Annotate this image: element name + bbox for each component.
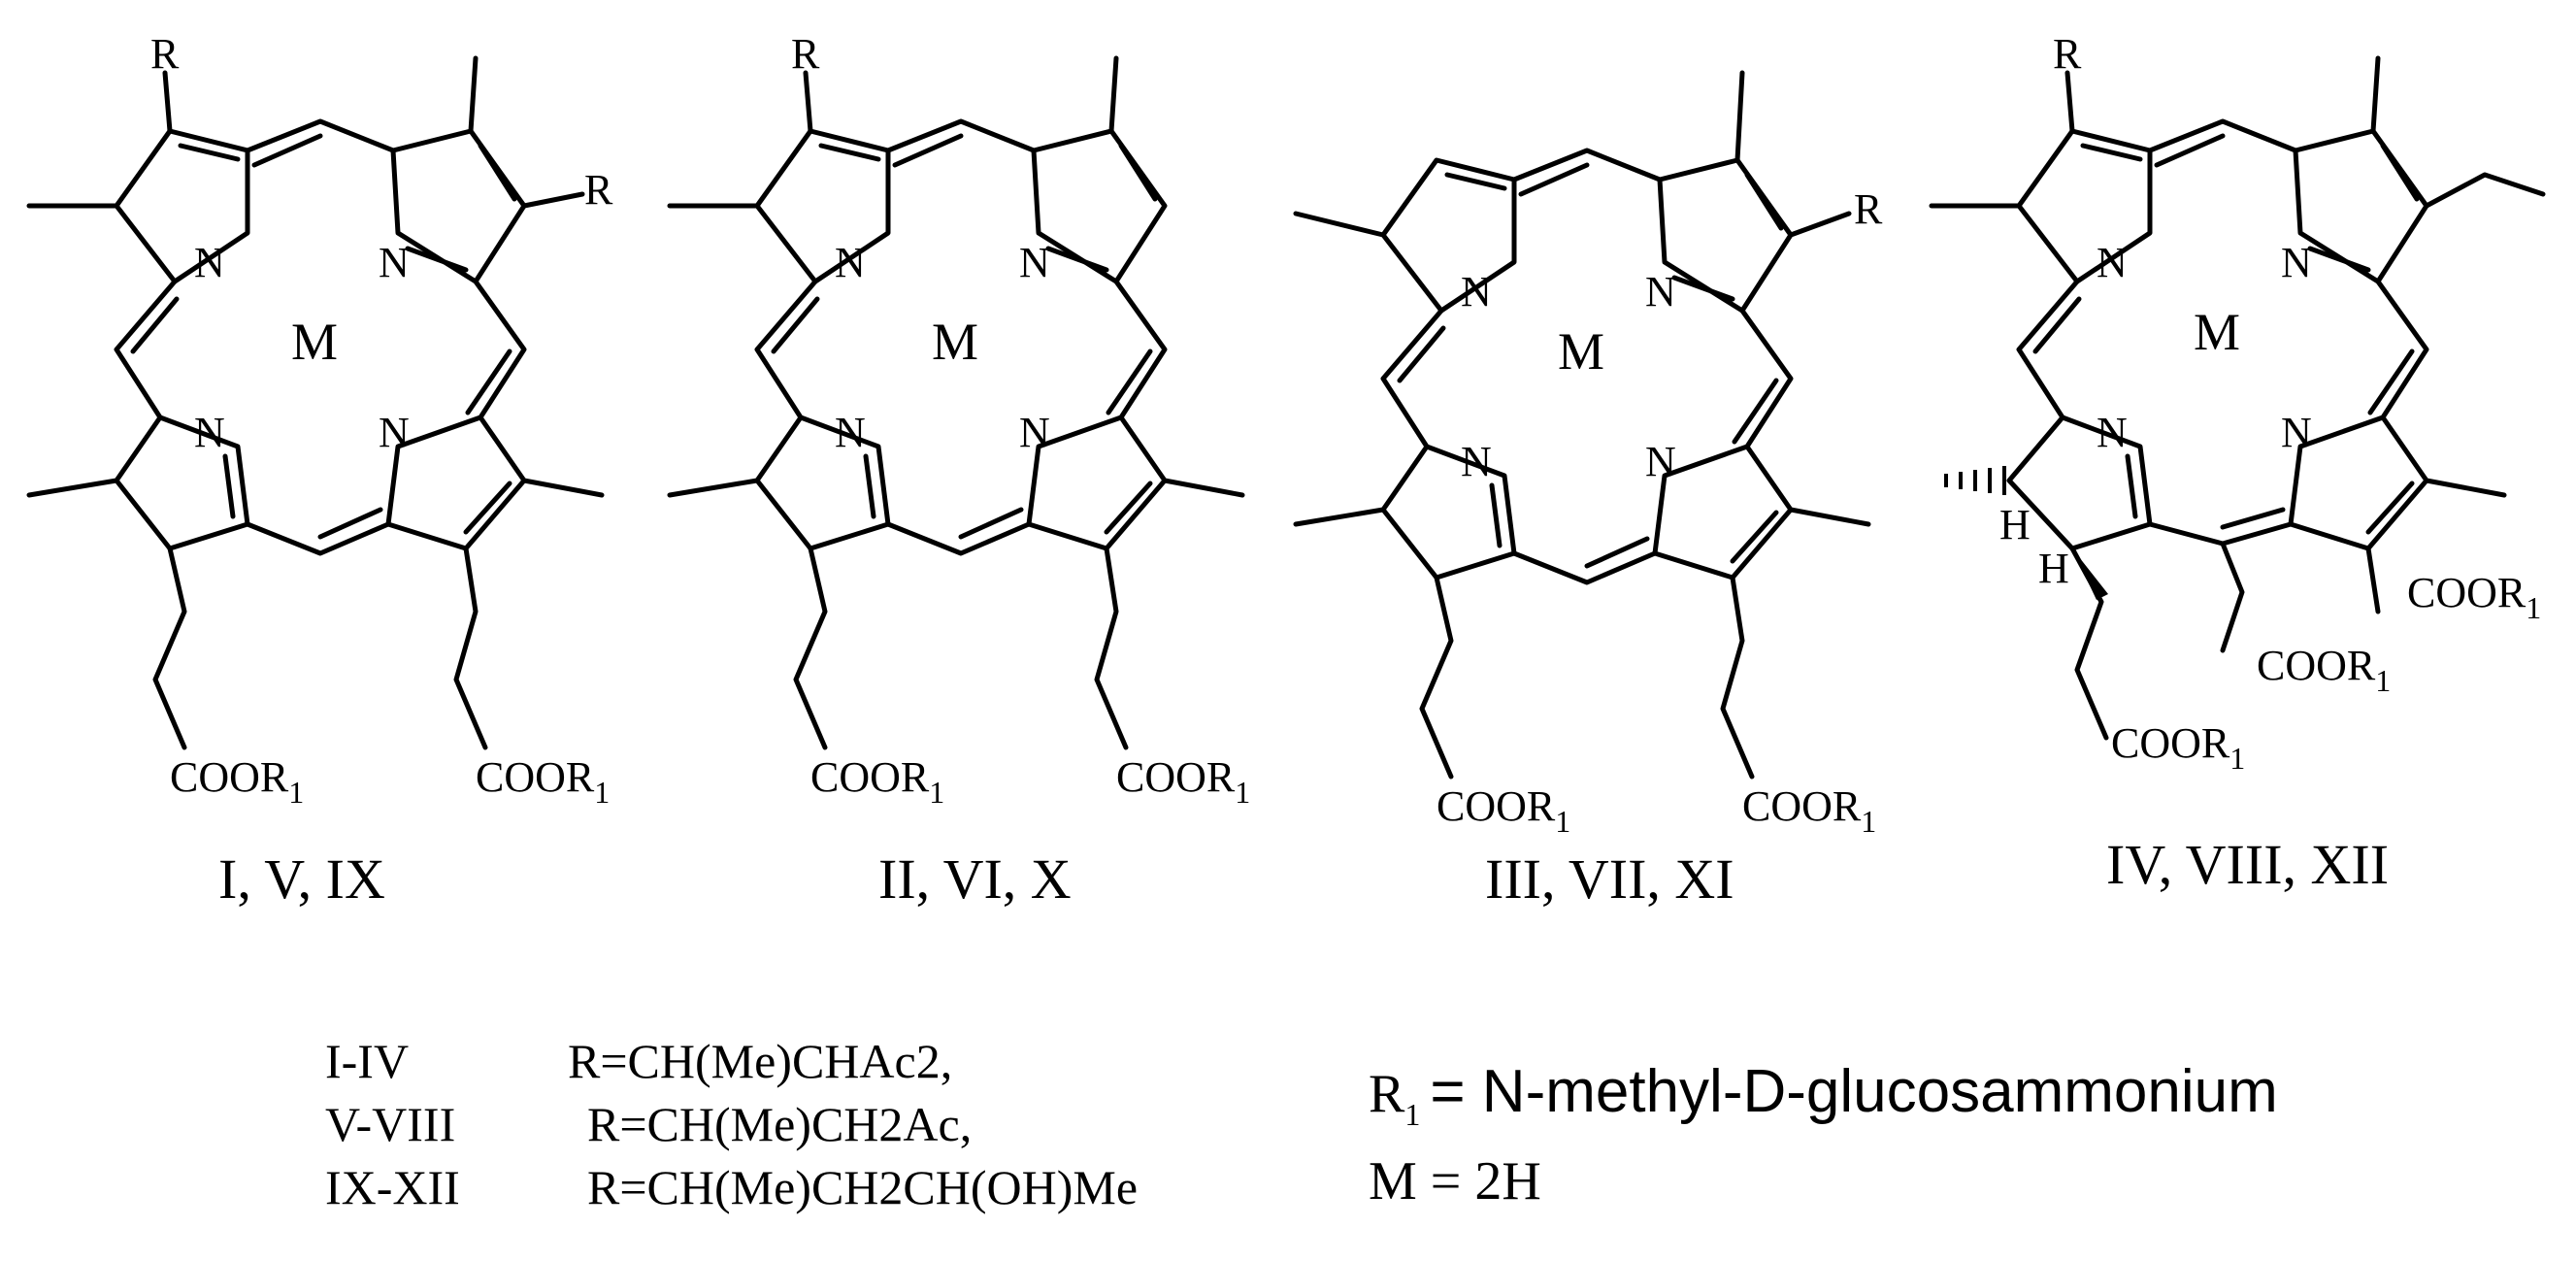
- structure-3-bonds: [1293, 70, 1871, 780]
- structure-2-nitrogen-tr: N: [1019, 239, 1050, 286]
- structure-2-bonds: [667, 55, 1245, 750]
- structure-4-nitrogen-bl: N: [2097, 409, 2128, 456]
- structure-1-bonds: [26, 55, 605, 750]
- structure-4-bold-wedge: [2072, 548, 2108, 600]
- structure-3: N N N N M R COOR1 COOR1 III, VII, XI: [1293, 70, 1883, 911]
- structure-4-nitrogen-tl: N: [2097, 239, 2128, 286]
- legend-compounds-2: V-VIII: [325, 1097, 455, 1151]
- structure-3-nitrogen-br: N: [1645, 438, 1676, 485]
- structure-3-metal-label: M: [1558, 322, 1604, 381]
- structure-1-metal-label: M: [291, 313, 338, 371]
- structure-2-metal-label: M: [932, 313, 978, 371]
- structure-4-substituent-r: R: [2053, 30, 2082, 78]
- structure-4-caption: IV, VIII, XII: [2106, 833, 2389, 896]
- legend-compounds-1: I-IV: [325, 1034, 409, 1088]
- structure-1-nitrogen-br: N: [379, 409, 410, 456]
- structure-2-ester-right: COOR1: [1116, 753, 1250, 810]
- legend-r1-definition: R1= N-methyl-D-glucosammonium: [1369, 1058, 2278, 1132]
- structure-4-ester-middle: COOR1: [2257, 642, 2391, 698]
- structure-4-hashed-wedge: [1944, 466, 2006, 495]
- structure-4-nitrogen-br: N: [2281, 409, 2312, 456]
- structure-1-nitrogen-tl: N: [194, 239, 225, 286]
- structure-3-substituent-r: R: [1854, 185, 1883, 233]
- structure-3-caption: III, VII, XI: [1485, 847, 1734, 911]
- structure-1-ester-left: COOR1: [170, 753, 304, 810]
- structure-2-caption: II, VI, X: [878, 847, 1072, 911]
- structure-1-ester-right: COOR1: [476, 753, 610, 810]
- legend-definition-3: R=CH(Me)CH2CH(OH)Me: [587, 1160, 1138, 1214]
- structure-3-ester-left: COOR1: [1437, 782, 1570, 839]
- structure-1-nitrogen-tr: N: [379, 239, 410, 286]
- structure-2-nitrogen-bl: N: [835, 409, 866, 456]
- structure-1-caption: I, V, IX: [218, 847, 385, 911]
- structure-4-bonds: [1929, 55, 2546, 741]
- structure-3-ester-right: COOR1: [1742, 782, 1876, 839]
- legend-definition-2: R=CH(Me)CH2Ac,: [587, 1097, 972, 1151]
- legend-m-definition: M = 2H: [1369, 1151, 1541, 1211]
- structure-4-ester-upper: COOR1: [2407, 569, 2541, 625]
- structure-4: N N N N M R H H COOR1 COOR1 COOR1 IV, VI…: [1929, 30, 2546, 896]
- structure-1-substituent-r-right: R: [584, 166, 613, 214]
- structure-1-nitrogen-bl: N: [194, 409, 225, 456]
- structure-2-nitrogen-tl: N: [835, 239, 866, 286]
- structure-3-nitrogen-tr: N: [1645, 268, 1676, 315]
- legend: I-IV R=CH(Me)CHAc2, V-VIII R=CH(Me)CH2Ac…: [325, 1034, 2278, 1214]
- legend-definition-1: R=CH(Me)CHAc2,: [568, 1034, 952, 1088]
- structure-1: N N N N M R R COOR1 COOR1 I, V, IX: [26, 30, 613, 911]
- structure-1-substituent-r-left: R: [150, 30, 180, 78]
- structure-4-metal-label: M: [2194, 303, 2240, 361]
- legend-compounds-3: IX-XII: [325, 1160, 460, 1214]
- structure-4-nitrogen-tr: N: [2281, 239, 2312, 286]
- structure-2-substituent-r: R: [791, 30, 820, 78]
- structure-4-stereo-h-2: H: [2038, 545, 2069, 592]
- structure-4-stereo-h-1: H: [1999, 501, 2031, 548]
- structure-2: N N N N M R COOR1 COOR1 II, VI, X: [667, 30, 1250, 911]
- structure-2-ester-left: COOR1: [810, 753, 944, 810]
- structure-4-ester-lower: COOR1: [2111, 719, 2245, 776]
- structure-2-nitrogen-br: N: [1019, 409, 1050, 456]
- structure-3-nitrogen-bl: N: [1461, 438, 1492, 485]
- structure-3-nitrogen-tl: N: [1461, 268, 1492, 315]
